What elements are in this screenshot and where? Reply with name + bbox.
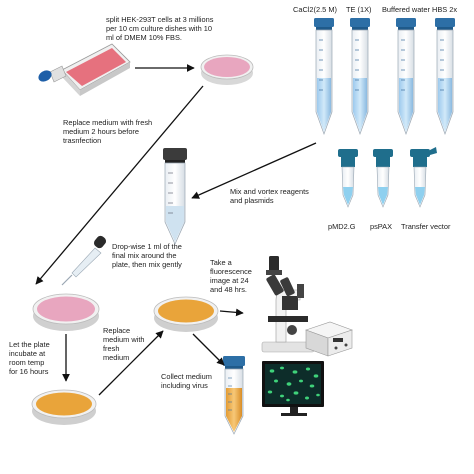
fluorescence-monitor-icon — [262, 361, 324, 416]
plasmid-label-transfer: Transfer vector — [401, 222, 451, 231]
arrow-dish-to-transfection — [35, 85, 204, 285]
reagent-label-te: TE (1X) — [346, 5, 372, 14]
reagent-tube-icon — [396, 18, 416, 136]
plasmid-label-pmd2g: pMD2.G — [328, 222, 356, 231]
power-supply-icon — [305, 321, 353, 357]
collect-step-text: Collect medium including virus — [161, 372, 212, 390]
replace-fresh-step-text: Replace medium with fresh medium — [103, 326, 145, 362]
transfection-dish-icon — [32, 293, 100, 331]
fresh-medium-dish-icon — [153, 296, 219, 332]
plasmid-microtube-icon — [338, 149, 358, 208]
dropper-icon — [61, 235, 107, 286]
microscope-icon — [261, 256, 315, 353]
plasmid-microtube-icon — [410, 147, 437, 208]
mix-vortex-step-text: Mix and vortex reagents and plasmids — [230, 187, 309, 205]
culture-flask-icon — [38, 43, 131, 96]
drop-wise-step-text: Drop-wise 1 ml of the final mix around t… — [112, 242, 182, 269]
arrow-dish-to-microscope — [219, 308, 244, 317]
incubated-dish-icon — [31, 389, 97, 425]
culture-dish-icon — [200, 54, 254, 85]
reagent-label-cacl2: CaCl2(2.5 M) — [293, 5, 337, 14]
arrow-incubate-to-fresh — [98, 330, 164, 396]
plasmid-microtube-icon — [373, 149, 393, 208]
replace-medium-step-text: Replace medium with fresh medium 2 hours… — [63, 118, 153, 145]
mixing-tube-icon — [163, 148, 187, 245]
reagent-tube-icon — [350, 18, 370, 136]
split-step-text: split HEK-293T cells at 3 millions per 1… — [106, 15, 214, 42]
plasmid-label-pspax: psPAX — [370, 222, 393, 231]
arrow-reagents-to-mix — [191, 142, 317, 199]
reagent-label-hbs: Buffered water HBS 2x — [382, 5, 458, 14]
arrow-dish-to-collect — [192, 333, 225, 366]
fluorescence-step-text: Take a fluorescence image at 24 and 48 h… — [210, 258, 252, 294]
reagent-tube-icon — [314, 18, 334, 136]
reagent-tube-icon — [435, 18, 455, 136]
virus-collection-tube-icon — [223, 356, 245, 435]
incubate-step-text: Let the plate incubate at room temp for … — [9, 340, 50, 376]
